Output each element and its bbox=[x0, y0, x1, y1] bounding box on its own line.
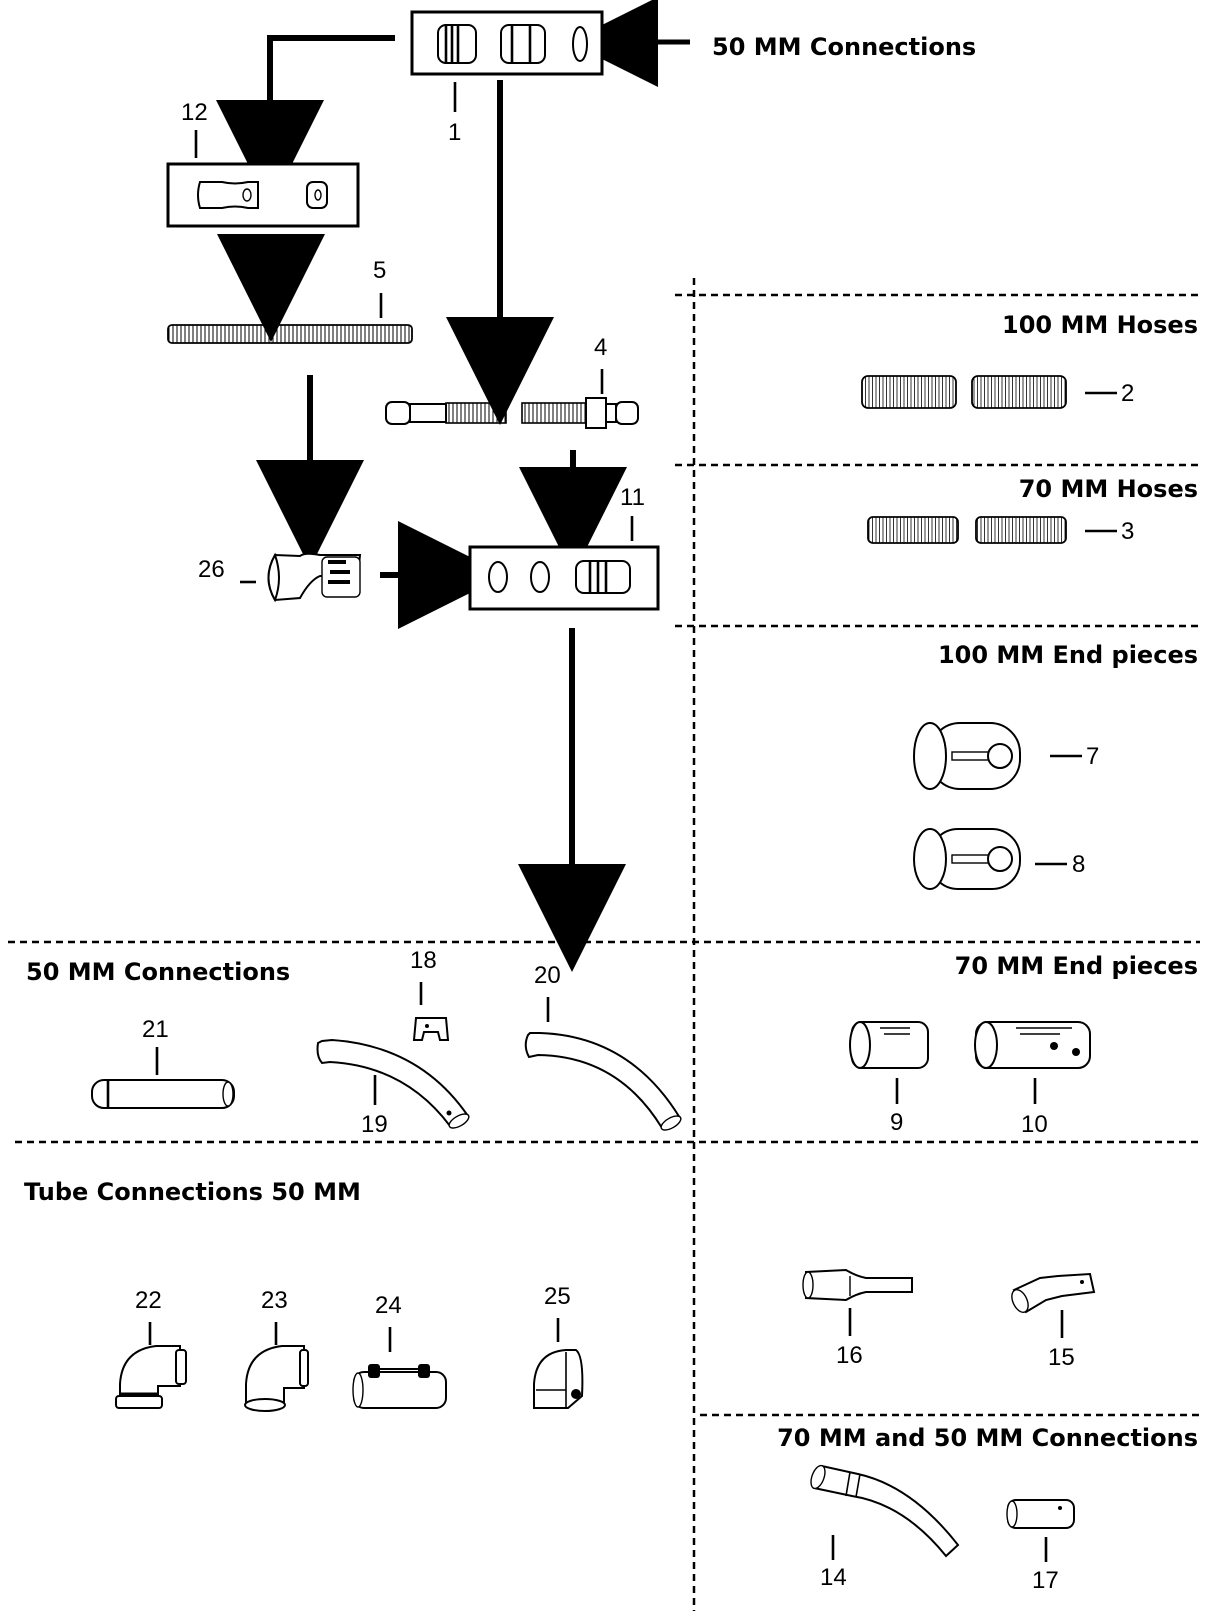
elbow-icon bbox=[534, 1350, 582, 1408]
arrow-icon bbox=[270, 38, 395, 148]
hose-icon bbox=[522, 403, 586, 423]
label-part-1: 1 bbox=[448, 119, 461, 146]
header-100mm-hoses: 100 MM Hoses bbox=[1002, 311, 1198, 339]
part-21-straight-tube[interactable] bbox=[92, 1080, 234, 1108]
label-part-8: 8 bbox=[1072, 851, 1085, 878]
straight-tube-icon bbox=[92, 1080, 234, 1108]
label-part-11: 11 bbox=[620, 484, 645, 511]
coupling-icon bbox=[576, 561, 630, 593]
hose-icon bbox=[168, 325, 412, 343]
ring-icon bbox=[573, 27, 587, 61]
hose-icon bbox=[868, 517, 958, 543]
part-11-coupling-set[interactable] bbox=[470, 547, 658, 609]
part-17-short-tube[interactable] bbox=[1007, 1500, 1074, 1528]
label-part-15: 15 bbox=[1048, 1344, 1075, 1371]
bent-tube-icon bbox=[526, 1033, 680, 1128]
part-14-bent-tube[interactable] bbox=[808, 1464, 958, 1556]
label-part-3: 3 bbox=[1121, 518, 1134, 545]
part-10-end-piece[interactable] bbox=[975, 1022, 1090, 1068]
part-25-elbow[interactable] bbox=[534, 1350, 582, 1408]
hose-icon bbox=[862, 376, 956, 408]
label-part-20: 20 bbox=[534, 962, 561, 989]
header-70mm-hoses: 70 MM Hoses bbox=[1019, 475, 1198, 503]
label-part-2: 2 bbox=[1121, 380, 1134, 407]
label-part-21: 21 bbox=[142, 1016, 169, 1043]
label-part-18: 18 bbox=[410, 947, 437, 974]
part-15-angled-connector[interactable] bbox=[1009, 1274, 1094, 1315]
part-1-coupling-set[interactable] bbox=[412, 12, 602, 74]
part-20-bent-tube[interactable] bbox=[526, 1033, 683, 1133]
coupling-icon bbox=[501, 25, 545, 63]
elbow-icon bbox=[246, 1346, 304, 1404]
part-18-clip[interactable] bbox=[414, 1018, 448, 1040]
part-12-adapter-set[interactable] bbox=[168, 164, 358, 226]
label-part-25: 25 bbox=[544, 1283, 571, 1310]
label-part-19: 19 bbox=[361, 1111, 388, 1138]
hose-icon bbox=[446, 403, 506, 423]
part-24-clamp-coupling[interactable] bbox=[353, 1364, 446, 1408]
header-70-50mm-connections: 70 MM and 50 MM Connections bbox=[777, 1424, 1198, 1452]
header-70mm-end-pieces: 70 MM End pieces bbox=[955, 952, 1198, 980]
part-22-elbow[interactable] bbox=[116, 1346, 186, 1408]
elbow-icon bbox=[120, 1346, 180, 1400]
hose-icon bbox=[972, 376, 1066, 408]
label-part-12: 12 bbox=[181, 99, 208, 126]
label-part-17: 17 bbox=[1032, 1567, 1059, 1594]
part-7-end-piece[interactable] bbox=[914, 723, 1020, 789]
label-part-23: 23 bbox=[261, 1287, 288, 1314]
label-part-24: 24 bbox=[375, 1292, 402, 1319]
label-part-5: 5 bbox=[373, 257, 386, 284]
part-19-bent-tube[interactable] bbox=[318, 1040, 472, 1131]
header-tube-connections-50mm: Tube Connections 50 MM bbox=[24, 1178, 361, 1206]
part-23-elbow[interactable] bbox=[245, 1346, 308, 1411]
label-part-4: 4 bbox=[594, 334, 607, 361]
part-8-end-piece[interactable] bbox=[914, 829, 1020, 889]
label-part-22: 22 bbox=[135, 1287, 162, 1314]
part-2-hoses-100mm[interactable] bbox=[862, 376, 1066, 408]
part-26-nozzle[interactable] bbox=[269, 554, 361, 600]
part-4-hose-assembly[interactable] bbox=[386, 398, 638, 428]
label-part-7: 7 bbox=[1086, 743, 1099, 770]
header-50mm-connections-top: 50 MM Connections bbox=[712, 33, 976, 61]
bent-tube-icon bbox=[814, 1466, 958, 1556]
label-part-9: 9 bbox=[890, 1109, 903, 1136]
label-part-16: 16 bbox=[836, 1342, 863, 1369]
hose-icon bbox=[976, 517, 1066, 543]
coupling-icon bbox=[438, 25, 476, 63]
bent-tube-icon bbox=[318, 1040, 469, 1126]
header-50mm-connections-left: 50 MM Connections bbox=[26, 958, 290, 986]
part-9-end-piece[interactable] bbox=[850, 1022, 928, 1068]
part-16-reducer-tube[interactable] bbox=[803, 1270, 912, 1300]
header-100mm-end-pieces: 100 MM End pieces bbox=[938, 641, 1198, 669]
part-3-hoses-70mm[interactable] bbox=[868, 517, 1066, 543]
label-part-10: 10 bbox=[1021, 1111, 1048, 1138]
label-part-14: 14 bbox=[820, 1564, 847, 1591]
label-part-26: 26 bbox=[198, 556, 225, 583]
part-5-hose[interactable] bbox=[168, 325, 412, 343]
